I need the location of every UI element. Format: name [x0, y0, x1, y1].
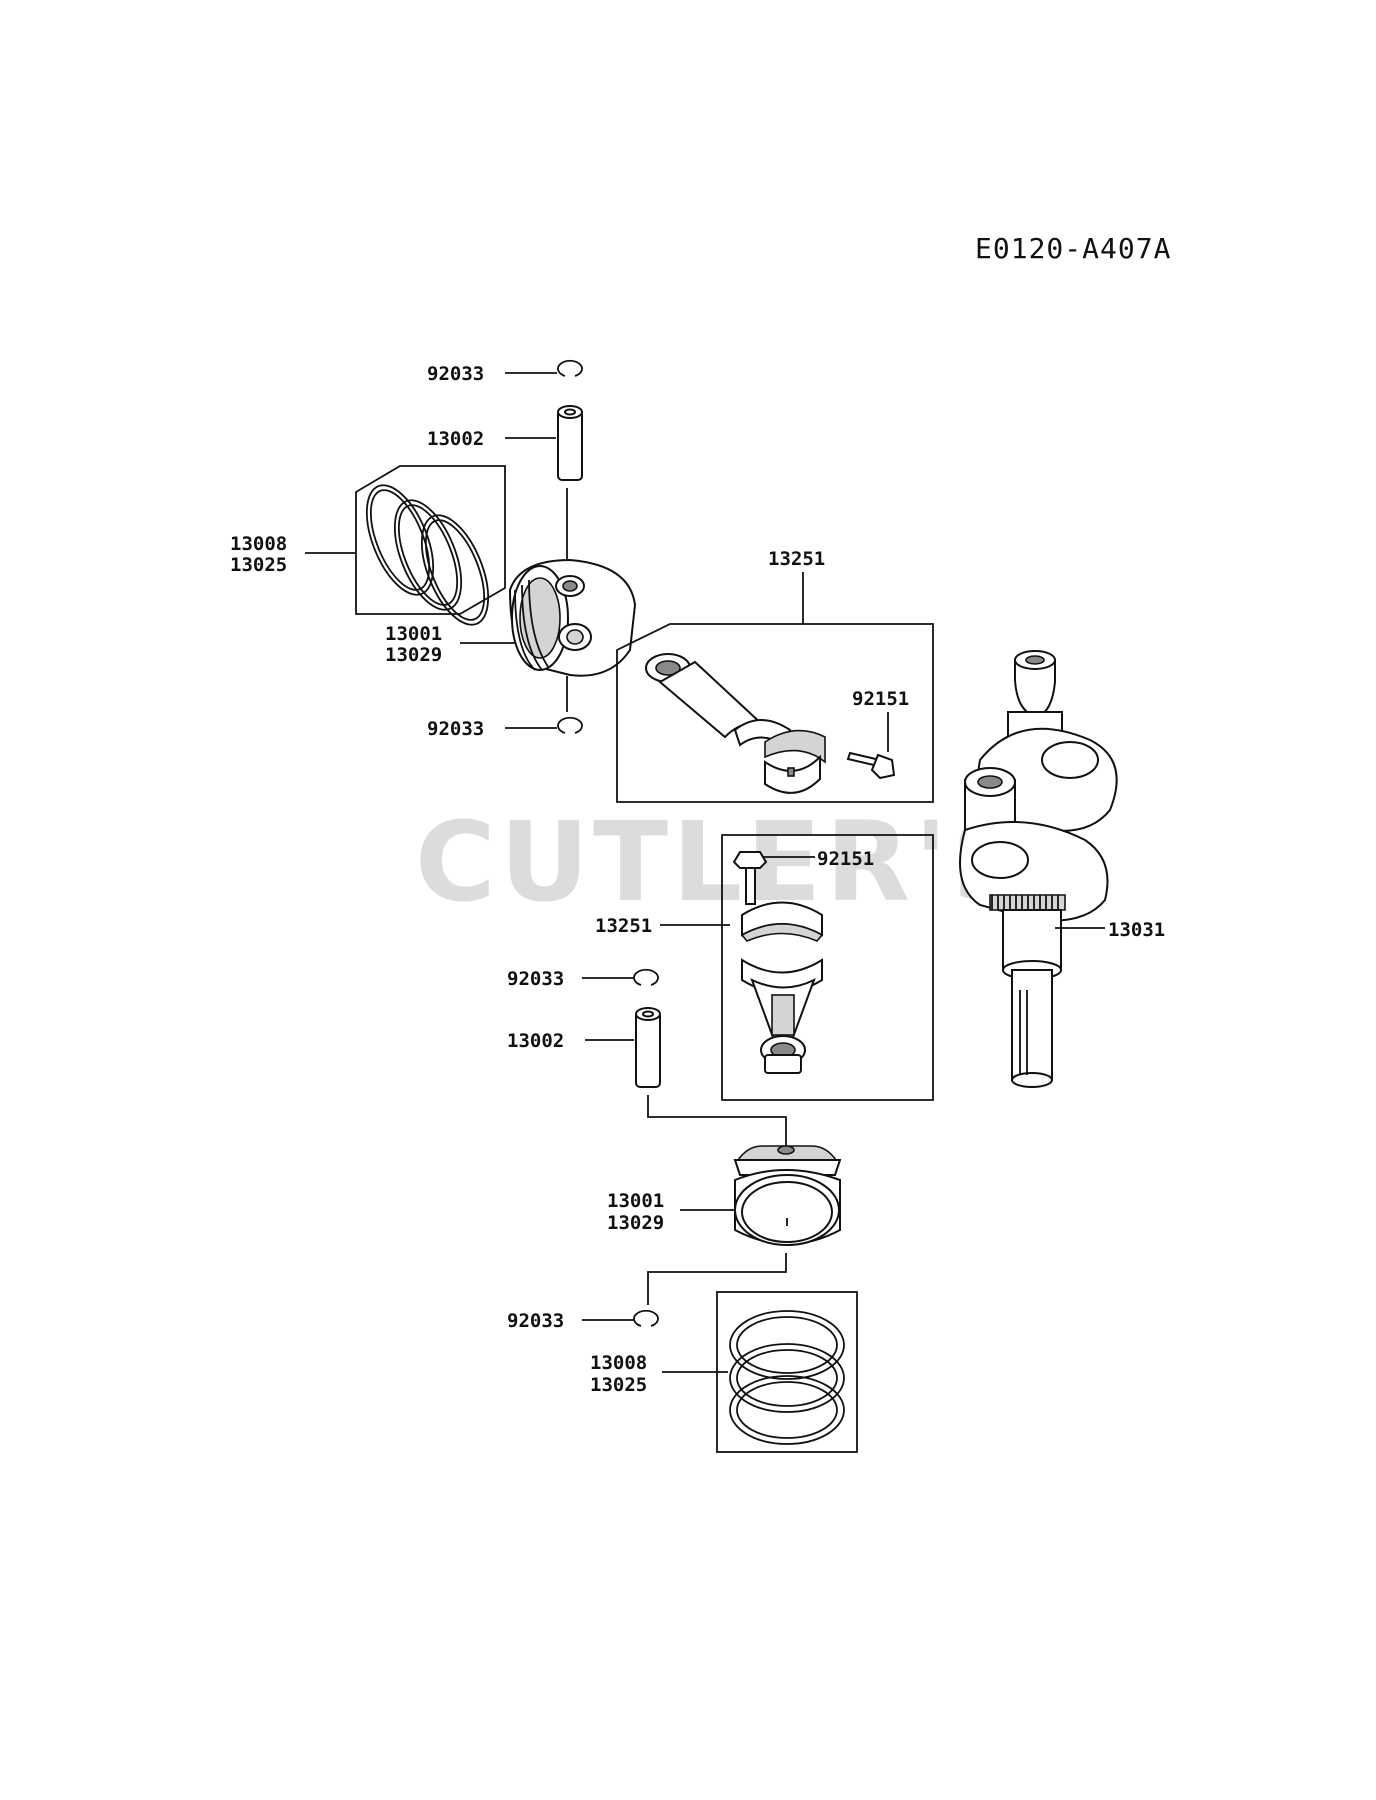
piston-icon — [508, 558, 637, 677]
diagram-code: E0120-A407A — [975, 232, 1171, 265]
crankshaft-icon — [959, 650, 1118, 1088]
callout-piston-top-b[interactable]: 13029 — [385, 644, 442, 666]
rod-box — [721, 834, 934, 1101]
callout-rod-bottom[interactable]: 13251 — [595, 915, 652, 937]
callout-rings-bottom-a[interactable]: 13008 — [590, 1352, 647, 1374]
circlip-icon — [557, 359, 583, 377]
rod-box — [616, 623, 934, 803]
callout-piston-top-a[interactable]: 13001 — [385, 623, 442, 645]
watermark: CUTLER'S — [415, 798, 1035, 926]
callout-crankshaft[interactable]: 13031 — [1108, 919, 1165, 941]
callout-bolt-bottom[interactable]: 92151 — [817, 848, 874, 870]
piston-icon — [733, 1145, 842, 1246]
callout-piston-bottom-b[interactable]: 13029 — [607, 1212, 664, 1234]
callout-piston-bottom-a[interactable]: 13001 — [607, 1190, 664, 1212]
piston-pin-icon — [635, 1007, 661, 1088]
circlip-icon — [633, 968, 659, 986]
circlip-icon — [633, 1309, 659, 1327]
callout-rings-top-a[interactable]: 13008 — [230, 533, 287, 555]
callout-rod-top[interactable]: 13251 — [768, 548, 825, 570]
callout-clip-bottom-2[interactable]: 92033 — [507, 1310, 564, 1332]
leader-line — [647, 1095, 787, 1148]
connecting-rod-icon — [645, 653, 826, 794]
rod-bolt-icon — [846, 751, 896, 780]
piston-ring-set-icon — [355, 465, 506, 626]
leader-line — [647, 1253, 787, 1305]
callout-pin-bottom[interactable]: 13002 — [507, 1030, 564, 1052]
rod-bolt-icon — [732, 851, 768, 905]
piston-ring-set-icon — [716, 1291, 858, 1453]
circlip-icon — [557, 716, 583, 734]
callout-bolt-top[interactable]: 92151 — [852, 688, 909, 710]
callout-clip-top-2[interactable]: 92033 — [427, 718, 484, 740]
connecting-rod-icon — [740, 901, 824, 1074]
piston-pin-icon — [557, 405, 583, 481]
callout-rings-top-b[interactable]: 13025 — [230, 554, 287, 576]
callout-rings-bottom-b[interactable]: 13025 — [590, 1374, 647, 1396]
callout-clip-bottom-1[interactable]: 92033 — [507, 968, 564, 990]
callout-clip-top-1[interactable]: 92033 — [427, 363, 484, 385]
callout-pin-top[interactable]: 13002 — [427, 428, 484, 450]
